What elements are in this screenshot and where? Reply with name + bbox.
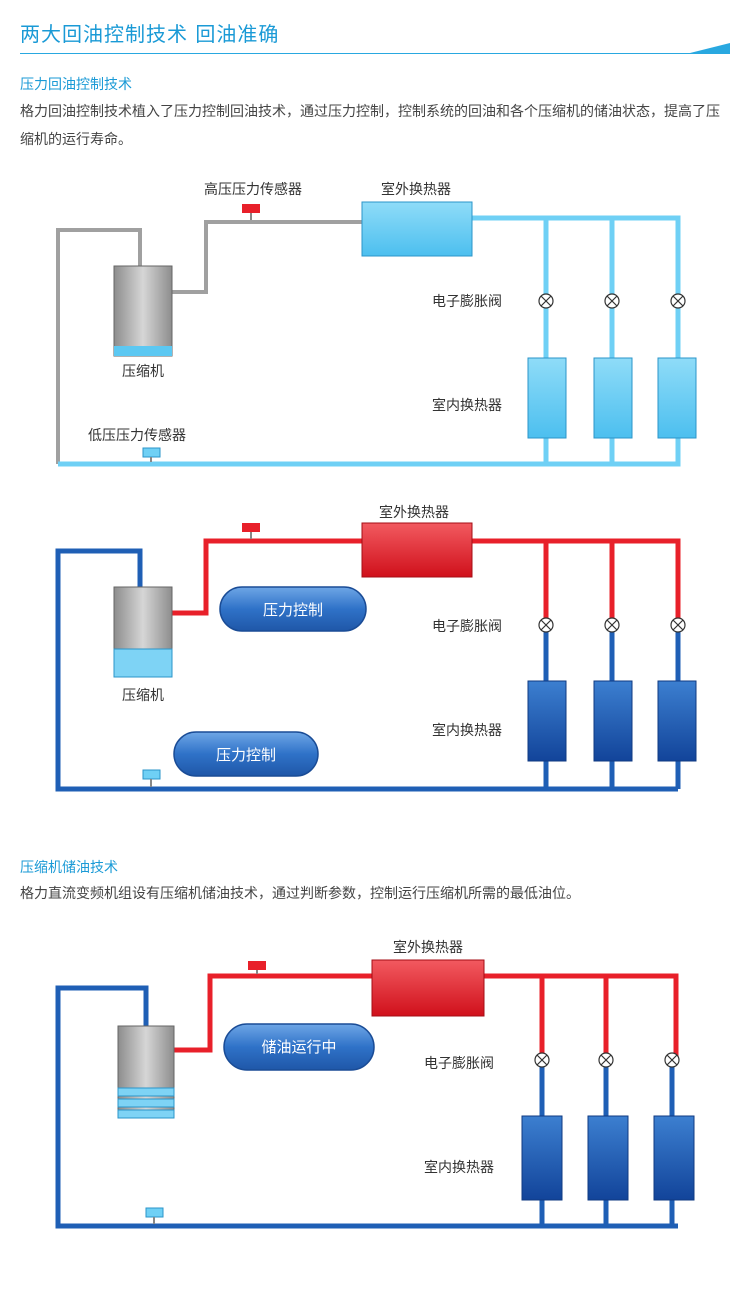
outdoor-heat-exchanger <box>371 959 485 1017</box>
pill-1-label: 压力控制 <box>263 601 323 619</box>
low-sensor-label: 低压压力传感器 <box>88 427 186 444</box>
exv-label: 电子膨胀阀 <box>432 293 502 310</box>
outdoor-hx-label: 室外换热器 <box>393 939 463 956</box>
high-sensor-label: 高压压力传感器 <box>204 181 302 198</box>
title-triangle <box>690 43 730 53</box>
compressor-oil <box>114 346 172 356</box>
pill-2-label: 压力控制 <box>216 746 276 764</box>
low-pressure-sensor <box>145 1207 164 1218</box>
oil-storage-pill <box>223 1023 375 1071</box>
indoor-hx-label: 室内换热器 <box>432 722 502 739</box>
page-header: 两大回油控制技术 回油准确 <box>0 0 750 60</box>
section1-title: 压力回油控制技术 <box>20 77 132 93</box>
diagram-oil-return-idle: 压缩机 高压压力传感器 室外换热器 电子膨胀阀 室内换热器 低压压力传感器 <box>56 181 697 467</box>
high-pressure-sensor <box>242 523 260 532</box>
red-pipes <box>174 973 679 1060</box>
outdoor-heat-exchanger <box>361 522 473 578</box>
indoor-units <box>527 357 697 439</box>
outdoor-hx-label: 室外换热器 <box>379 504 449 521</box>
section1-description: 格力回油控制技术植入了压力控制回油技术，通过压力控制，控制系统的回油和各个压缩机… <box>20 104 720 148</box>
pressure-control-pill-1 <box>219 586 367 632</box>
expansion-valves <box>534 1052 680 1068</box>
pressure-control-pill-2 <box>173 731 319 777</box>
expansion-valves <box>538 617 686 633</box>
compressor-oil <box>113 648 173 678</box>
outdoor-heat-exchanger <box>361 201 473 257</box>
diagram-oil-storage: 室外换热器 储油运行中 电子膨胀阀 室内换热器 <box>55 939 695 1229</box>
high-pressure-sensor <box>242 204 260 213</box>
exv-label: 电子膨胀阀 <box>424 1055 494 1072</box>
indoor-units <box>527 680 697 762</box>
diagram-pressure-control: 压缩机 室外换热器 压力控制 压力控制 电子膨胀阀 室内换热器 <box>55 504 697 792</box>
section2-description: 格力直流变频机组设有压缩机储油技术，通过判断参数，控制运行压缩机所需的最低油位。 <box>20 886 580 902</box>
compressor-oil-layers <box>117 1087 175 1119</box>
low-pressure-sensor <box>142 769 161 780</box>
expansion-valves <box>538 293 686 309</box>
page-title: 两大回油控制技术 回油准确 <box>20 22 280 46</box>
indoor-hx-label: 室内换热器 <box>432 397 502 414</box>
indoor-hx-label: 室内换热器 <box>424 1159 494 1176</box>
gray-pipes <box>56 220 362 464</box>
title-underline <box>20 53 730 54</box>
outdoor-hx-label: 室外换热器 <box>381 181 451 198</box>
exv-label: 电子膨胀阀 <box>432 618 502 635</box>
red-pipes <box>172 538 681 625</box>
low-pressure-sensor <box>142 447 161 458</box>
high-pressure-sensor <box>248 961 266 970</box>
compressor-label: 压缩机 <box>122 364 164 380</box>
section2-title: 压缩机储油技术 <box>20 860 118 876</box>
indoor-units <box>521 1115 695 1201</box>
pill-label: 储油运行中 <box>261 1038 336 1056</box>
compressor-label: 压缩机 <box>122 688 164 704</box>
compressor <box>113 265 173 357</box>
